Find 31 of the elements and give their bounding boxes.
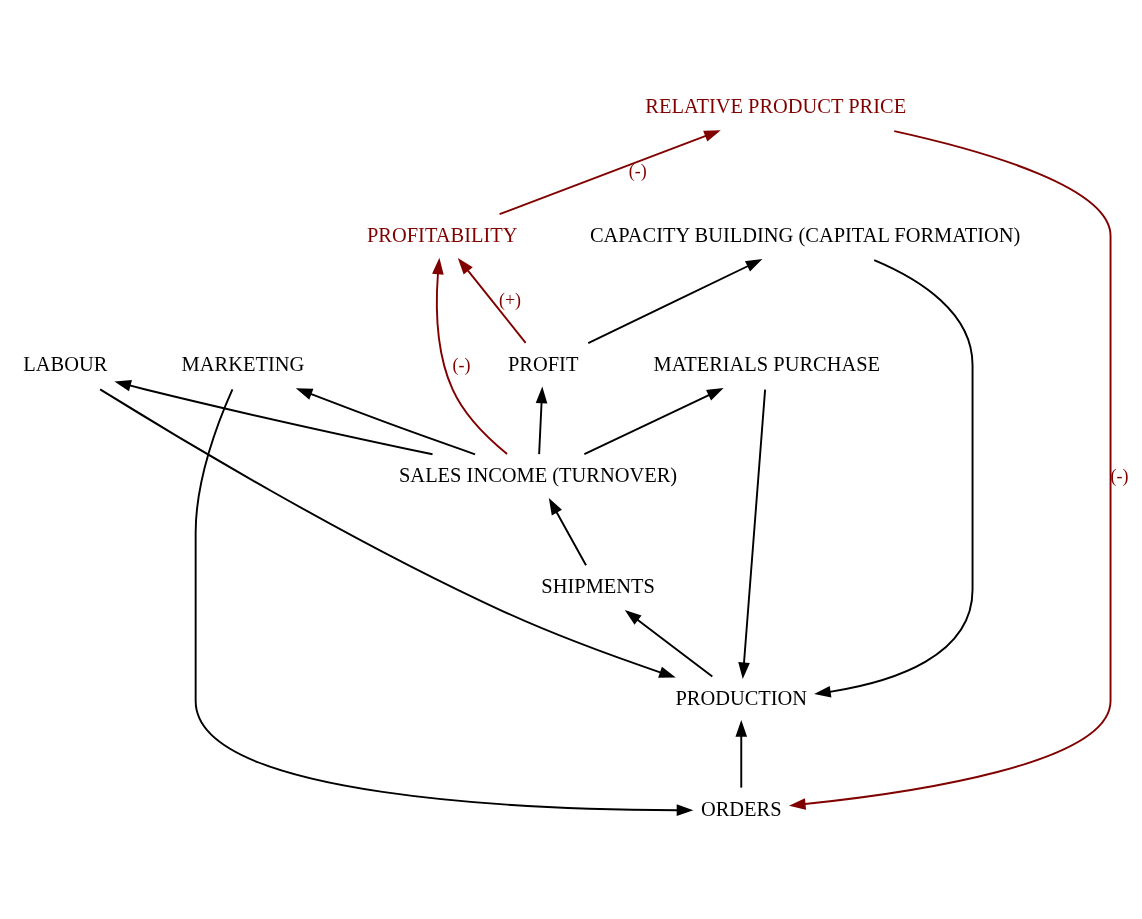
- node-text: PROFITABILITY: [367, 224, 518, 247]
- node-text: RELATIVE PRODUCT PRICE: [645, 94, 907, 117]
- arrow: [814, 259, 974, 698]
- node-text: SALES INCOME (TURNOVER): [399, 464, 678, 487]
- node-text: ORDERS: [700, 797, 782, 820]
- arrow: [432, 257, 509, 455]
- node-text: LABOUR: [23, 353, 108, 376]
- arrow: [788, 130, 1112, 810]
- arrow: [738, 388, 767, 680]
- arrow: [735, 720, 748, 789]
- node-text: PRODUCTION: [675, 686, 808, 709]
- arrow: [548, 498, 587, 567]
- arrow: [295, 388, 477, 456]
- node-text: SHIPMENTS: [541, 575, 655, 598]
- arrow: [194, 388, 694, 816]
- node-text: MARKETING: [181, 353, 305, 376]
- arrow: [114, 380, 434, 456]
- edge-label: (-): [628, 161, 647, 182]
- edge-label: (-): [452, 354, 471, 375]
- node-text: MATERIALS PURCHASE: [653, 353, 881, 376]
- node-text: PROFIT: [508, 353, 579, 376]
- arrow: [587, 259, 763, 345]
- edge-label: (+): [498, 290, 521, 311]
- edge-label: (-): [1110, 466, 1129, 487]
- arrow: [535, 386, 548, 456]
- arrow: [498, 130, 721, 216]
- node-text: CAPACITY BUILDING (CAPITAL FORMATION): [589, 224, 1021, 247]
- arrow: [457, 257, 527, 344]
- arrow: [583, 388, 724, 456]
- arrow: [99, 388, 676, 678]
- arrow: [624, 610, 714, 678]
